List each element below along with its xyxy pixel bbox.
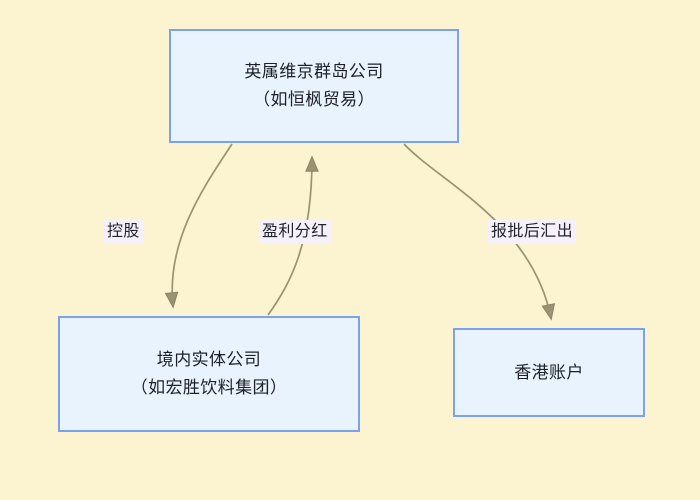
node-bvi-company-line-1: 英属维京群岛公司 (244, 62, 384, 82)
node-hong-kong-account-line-1: 香港账户 (514, 362, 584, 382)
edge-label-remittance: 报批后汇出 (488, 220, 577, 244)
edge-path-holding (164, 143, 233, 309)
edge-label-holding: 控股 (104, 220, 143, 244)
edge-path-remittance (403, 143, 556, 321)
node-domestic-entity-line-2: （如宏胜饮料集团） (130, 378, 288, 397)
node-domestic-entity[interactable]: 境内实体公司 （如宏胜饮料集团） (58, 316, 360, 432)
edge-label-dividend: 盈利分红 (259, 220, 331, 244)
node-domestic-entity-line-1: 境内实体公司 (156, 350, 262, 370)
node-bvi-company-line-2: （如恒枫贸易） (253, 90, 375, 109)
node-hong-kong-account[interactable]: 香港账户 (453, 328, 645, 417)
node-bvi-company[interactable]: 英属维京群岛公司 （如恒枫贸易） (169, 29, 459, 143)
edge-path-dividend (267, 155, 319, 316)
